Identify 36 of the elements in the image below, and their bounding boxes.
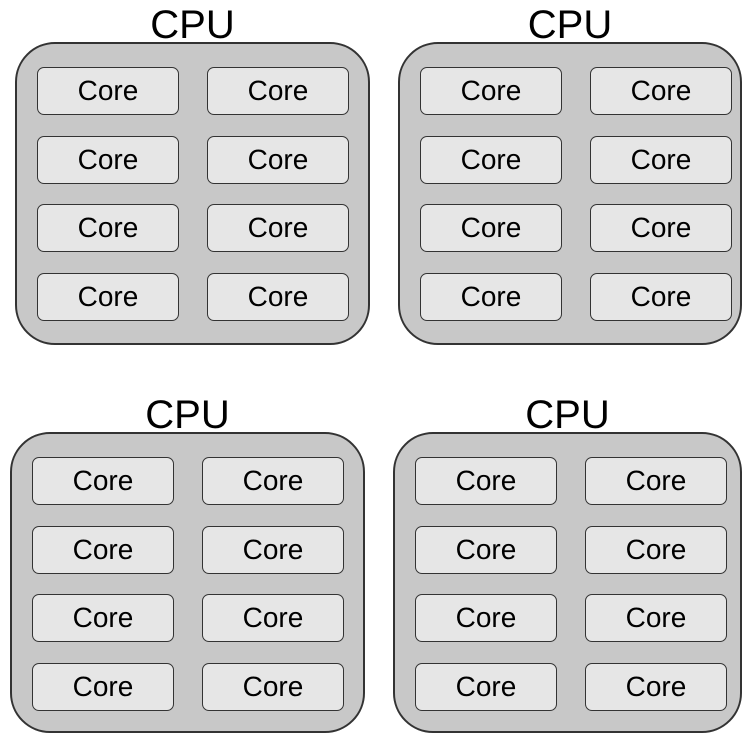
core-box: Core [415,594,557,642]
core-box: Core [420,136,562,184]
core-box: Core [202,663,344,711]
core-box: Core [207,136,349,184]
core-box: Core [207,273,349,321]
core-box: Core [32,457,174,505]
core-box: Core [590,136,732,184]
core-box: Core [415,457,557,505]
cpu-label: CPU [144,395,231,435]
core-box: Core [585,526,727,574]
core-box: Core [37,67,179,115]
core-box: Core [590,204,732,252]
core-box: Core [585,663,727,711]
core-box: Core [37,136,179,184]
core-box: Core [420,204,562,252]
core-box: Core [202,526,344,574]
core-box: Core [420,67,562,115]
core-box: Core [202,594,344,642]
core-box: Core [37,204,179,252]
core-box: Core [32,594,174,642]
core-box: Core [207,67,349,115]
core-box: Core [590,273,732,321]
core-box: Core [590,67,732,115]
cpu-label: CPU [526,5,614,45]
core-box: Core [202,457,344,505]
core-box: Core [32,526,174,574]
cpu-label: CPU [524,395,611,435]
core-box: Core [585,457,727,505]
core-box: Core [32,663,174,711]
core-box: Core [207,204,349,252]
cpu-label: CPU [149,5,236,45]
core-box: Core [585,594,727,642]
core-box: Core [37,273,179,321]
core-box: Core [420,273,562,321]
core-box: Core [415,663,557,711]
core-box: Core [415,526,557,574]
